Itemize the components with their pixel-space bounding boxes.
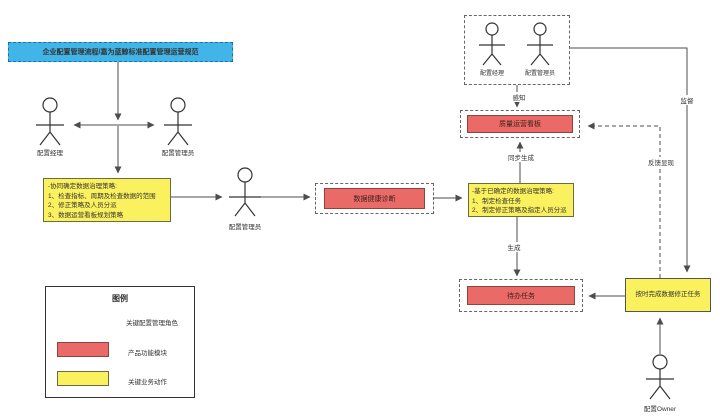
quality-board-container: [460, 110, 580, 138]
connector-supervise: [570, 47, 691, 273]
actor-config-admin-topright-figure: [527, 22, 553, 66]
actor-config-owner-figure: [646, 354, 674, 400]
todo-tasks-module: 待办任务: [467, 286, 575, 305]
edge-label-perceive: 感知: [510, 92, 528, 102]
actor-config-admin-left-label: 配置管理员: [161, 150, 195, 157]
health-check-label: 数据健康诊断: [353, 195, 396, 203]
complete-tasks-box: 按时完成数据修正任务: [625, 278, 711, 312]
actor-config-manager-left-figure: [36, 97, 64, 146]
legend-swatch-module: [57, 342, 109, 357]
complete-tasks-label: 按时完成数据修正任务: [635, 291, 701, 299]
health-check-container: [315, 183, 434, 214]
todo-tasks-label: 待办任务: [507, 292, 535, 300]
actor-config-owner-label: 配置Owner: [643, 406, 677, 413]
connector-feedback-dashed: [587, 122, 661, 278]
confirmed-strategy-line-1: -基于已确定的数据治理策略:: [472, 188, 554, 195]
collab-strategy-line-3: 2、修正策略及人员分派: [48, 202, 117, 209]
actor-config-manager-topright-label: 配置经理: [479, 71, 505, 77]
topright-actors-container: [464, 15, 570, 85]
edge-label-generate: 生成: [505, 242, 523, 252]
confirmed-strategy-line-2: 1、制定检查任务: [472, 197, 522, 205]
edge-label-sync-generate: 同步生成: [506, 152, 536, 162]
todo-tasks-container: [459, 279, 583, 312]
actor-config-admin-mid-label: 配置管理员: [228, 224, 262, 231]
actor-config-admin-left-figure: [164, 97, 192, 146]
confirmed-strategy-line-3: 2、制定修正策略及指定人员分派: [472, 207, 567, 214]
legend-item-action-label: 关键业务动作: [128, 379, 167, 386]
process-banner-text: 企业配置管理流程/嘉为蓝鲸标准配置管理运营规范: [42, 49, 199, 56]
edge-label-supervise: 监督: [678, 95, 696, 105]
confirmed-strategy-box: -基于已确定的数据治理策略: 1、制定检查任务 2、制定修正策略及指定人员分派: [468, 183, 574, 217]
quality-board-module: 质量运营看板: [467, 115, 573, 133]
actor-config-manager-left-label: 配置经理: [37, 150, 63, 157]
collab-strategy-box: -协同确定数据治理策略: 1、检查指标、周期及检查数据的范围 2、修正策略及人员…: [43, 178, 171, 222]
collab-strategy-line-4: 3、数据运营看板规划策略: [48, 211, 124, 219]
quality-board-label: 质量运营看板: [499, 121, 541, 128]
legend-title: 图例: [112, 294, 128, 303]
actor-config-manager-topright-figure: [479, 22, 505, 66]
collab-strategy-line-1: -协同确定数据治理策略:: [48, 183, 117, 190]
legend-item-role-label: 关键配置管理角色: [126, 320, 178, 327]
actor-config-admin-mid-figure: [229, 167, 261, 217]
health-check-module: 数据健康诊断: [324, 188, 425, 209]
collab-strategy-line-2: 1、检查指标、周期及检查数据的范围: [48, 192, 156, 200]
process-banner: 企业配置管理流程/嘉为蓝鲸标准配置管理运营规范: [8, 42, 233, 62]
edge-label-feedback: 反馈显现: [646, 157, 676, 167]
actor-config-admin-topright-label: 配置管理员: [524, 71, 556, 77]
legend-swatch-action: [57, 371, 109, 386]
legend-item-module-label: 产品功能模块: [128, 350, 167, 357]
